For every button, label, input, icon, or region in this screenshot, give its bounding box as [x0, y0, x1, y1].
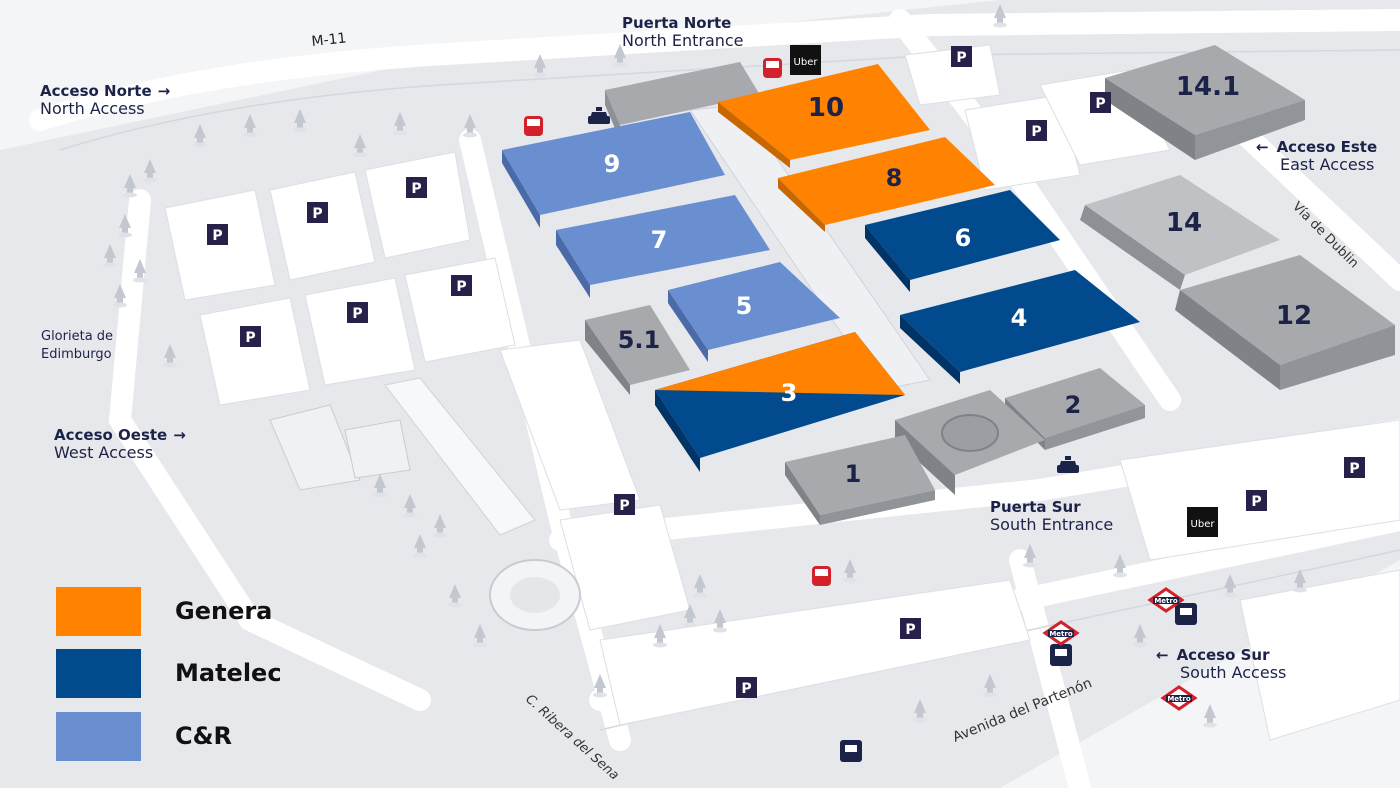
hall-9[interactable] [502, 112, 725, 228]
parking-icon: P [951, 46, 972, 67]
uber-icon: Uber [1187, 507, 1218, 537]
parking-icon: P [347, 302, 368, 323]
svg-text:P: P [1349, 461, 1359, 477]
svg-text:P: P [956, 50, 966, 66]
parking-icon: P [1090, 92, 1111, 113]
hall-3-label: 3 [781, 379, 798, 407]
arrow-left-icon: ← [1156, 646, 1169, 664]
hall-2-label: 2 [1065, 391, 1082, 419]
parking-icon: P [240, 326, 261, 347]
svg-text:Metro: Metro [1167, 695, 1191, 703]
hall-5[interactable] [668, 262, 840, 362]
svg-text:P: P [456, 279, 466, 295]
svg-text:P: P [245, 330, 255, 346]
legend-swatch [56, 587, 141, 636]
hall-4-label: 4 [1011, 304, 1028, 332]
svg-text:Uber: Uber [794, 57, 819, 68]
hall-9-label: 9 [604, 150, 621, 178]
parking-icon: P [614, 494, 635, 515]
acceso-norte: Acceso Norte→ North Access [40, 82, 171, 119]
parking-icon: P [736, 677, 757, 698]
puerta-sur: Puerta Sur South Entrance [990, 498, 1114, 535]
svg-text:P: P [352, 306, 362, 322]
legend-label: C&R [175, 722, 233, 750]
glorieta-label: Glorieta de Edimburgo [41, 329, 114, 362]
hall-7[interactable] [556, 195, 770, 298]
svg-text:P: P [1031, 124, 1041, 140]
acceso-este: ←Acceso Este East Access [1256, 138, 1378, 175]
bus-red-icon [812, 566, 831, 586]
bus-icon [1175, 603, 1197, 625]
arrow-right-icon: → [173, 426, 186, 444]
hall-4[interactable] [900, 270, 1140, 384]
hall-1-label: 1 [845, 460, 862, 488]
hall-8-label: 8 [886, 164, 903, 192]
svg-text:P: P [619, 498, 629, 514]
parking-icon: P [207, 224, 228, 245]
bus-red-icon [763, 58, 782, 78]
svg-text:P: P [212, 228, 222, 244]
svg-text:P: P [312, 206, 322, 222]
arrow-left-icon: ← [1256, 138, 1269, 156]
hall-6-label: 6 [955, 224, 972, 252]
hall-14-1-label: 14.1 [1176, 72, 1240, 102]
svg-text:P: P [741, 681, 751, 697]
svg-text:P: P [905, 622, 915, 638]
legend-swatch [56, 712, 141, 761]
parking-icon: P [406, 177, 427, 198]
svg-text:P: P [411, 181, 421, 197]
legend-label: Genera [175, 597, 273, 625]
hall-5-1-label: 5.1 [618, 326, 661, 354]
parking-icon: P [451, 275, 472, 296]
bus-red-icon [524, 116, 543, 136]
metro-icon: Metro [1147, 587, 1185, 613]
legend-swatch [56, 649, 141, 698]
legend-label: Matelec [175, 659, 282, 687]
hall-7-label: 7 [651, 226, 668, 254]
hall-14-label: 14 [1166, 208, 1202, 238]
taxi-icon [588, 107, 610, 124]
svg-text:P: P [1251, 494, 1261, 510]
parking-icon: P [900, 618, 921, 639]
hall-10-label: 10 [808, 93, 844, 123]
hall-3[interactable] [655, 332, 905, 472]
taxi-icon [1057, 456, 1079, 473]
m11-label: M-11 [311, 30, 347, 50]
bus-icon [1050, 644, 1072, 666]
parking-icon: P [1246, 490, 1267, 511]
hall-5-label: 5 [736, 292, 753, 320]
bus-icon [840, 740, 862, 762]
parking-icon: P [1026, 120, 1047, 141]
puerta-norte: Puerta Norte North Entrance [622, 14, 744, 51]
acceso-sur: ←Acceso Sur South Access [1156, 646, 1287, 683]
hall-6[interactable] [865, 190, 1060, 292]
hall-12-label: 12 [1276, 301, 1312, 331]
parking-icon: P [1344, 457, 1365, 478]
svg-text:P: P [1095, 96, 1105, 112]
hall-10[interactable] [718, 64, 930, 168]
svg-text:Metro: Metro [1154, 597, 1178, 605]
hall-8[interactable] [778, 137, 995, 232]
svg-text:Metro: Metro [1049, 630, 1073, 638]
uber-icon: Uber [790, 45, 821, 75]
parking-icon: P [307, 202, 328, 223]
metro-icon: Metro [1042, 620, 1080, 646]
svg-text:Uber: Uber [1191, 519, 1216, 530]
acceso-oeste: Acceso Oeste→ West Access [54, 426, 186, 463]
metro-icon: Metro [1160, 685, 1198, 711]
arrow-right-icon: → [157, 82, 171, 100]
